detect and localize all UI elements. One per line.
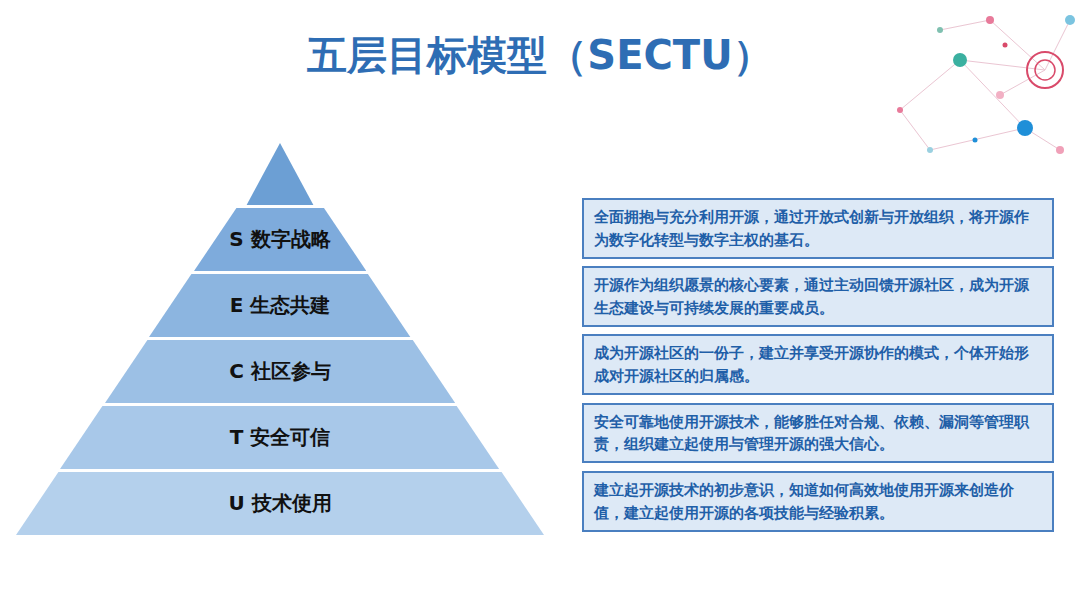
level-description: 建立起开源技术的初步意识，知道如何高效地使用开源来创造价值，建立起使用开源的各项…	[594, 479, 1042, 524]
level-description: 成为开源社区的一份子，建立并享受开源协作的模式，个体开始形成对开源社区的归属感。	[594, 342, 1042, 387]
band-fill	[16, 472, 544, 535]
level-name: U 技术使用	[228, 490, 331, 517]
level-description: 安全可靠地使用开源技术，能够胜任对合规、依赖、漏洞等管理职责，组织建立起使用与管…	[594, 411, 1042, 456]
description-box: 全面拥抱与充分利用开源，通过开放式创新与开放组织，将开源作为数字化转型与数字主权…	[582, 198, 1054, 259]
description-box: 建立起开源技术的初步意识，知道如何高效地使用开源来创造价值，建立起使用开源的各项…	[582, 471, 1054, 532]
band-fill	[60, 406, 499, 469]
band-fill	[194, 208, 366, 271]
description-box: 开源作为组织愿景的核心要素，通过主动回馈开源社区，成为开源生态建设与可持续发展的…	[582, 266, 1054, 327]
pyramid-band: S 数字战略	[194, 208, 366, 271]
band-fill	[149, 274, 410, 337]
level-name: S 数字战略	[229, 226, 330, 253]
level-name: T 安全可信	[230, 424, 331, 451]
pyramid-band: T 安全可信	[60, 406, 499, 469]
level-description: 全面拥抱与充分利用开源，通过开放式创新与开放组织，将开源作为数字化转型与数字主权…	[594, 206, 1042, 251]
description-box: 成为开源社区的一份子，建立并享受开源协作的模式，个体开始形成对开源社区的归属感。	[582, 334, 1054, 395]
pyramid-band: E 生态共建	[149, 274, 410, 337]
band-fill	[105, 340, 455, 403]
level-description: 开源作为组织愿景的核心要素，通过主动回馈开源社区，成为开源生态建设与可持续发展的…	[594, 274, 1042, 319]
pyramid-apex	[247, 143, 314, 205]
level-name: C 社区参与	[229, 358, 331, 385]
pyramid-band: C 社区参与	[105, 340, 455, 403]
title: 五层目标模型（SECTU）	[0, 28, 1080, 83]
description-box: 安全可靠地使用开源技术，能够胜任对合规、依赖、漏洞等管理职责，组织建立起使用与管…	[582, 403, 1054, 463]
level-name: E 生态共建	[230, 292, 331, 319]
pyramid-band: U 技术使用	[16, 472, 544, 535]
